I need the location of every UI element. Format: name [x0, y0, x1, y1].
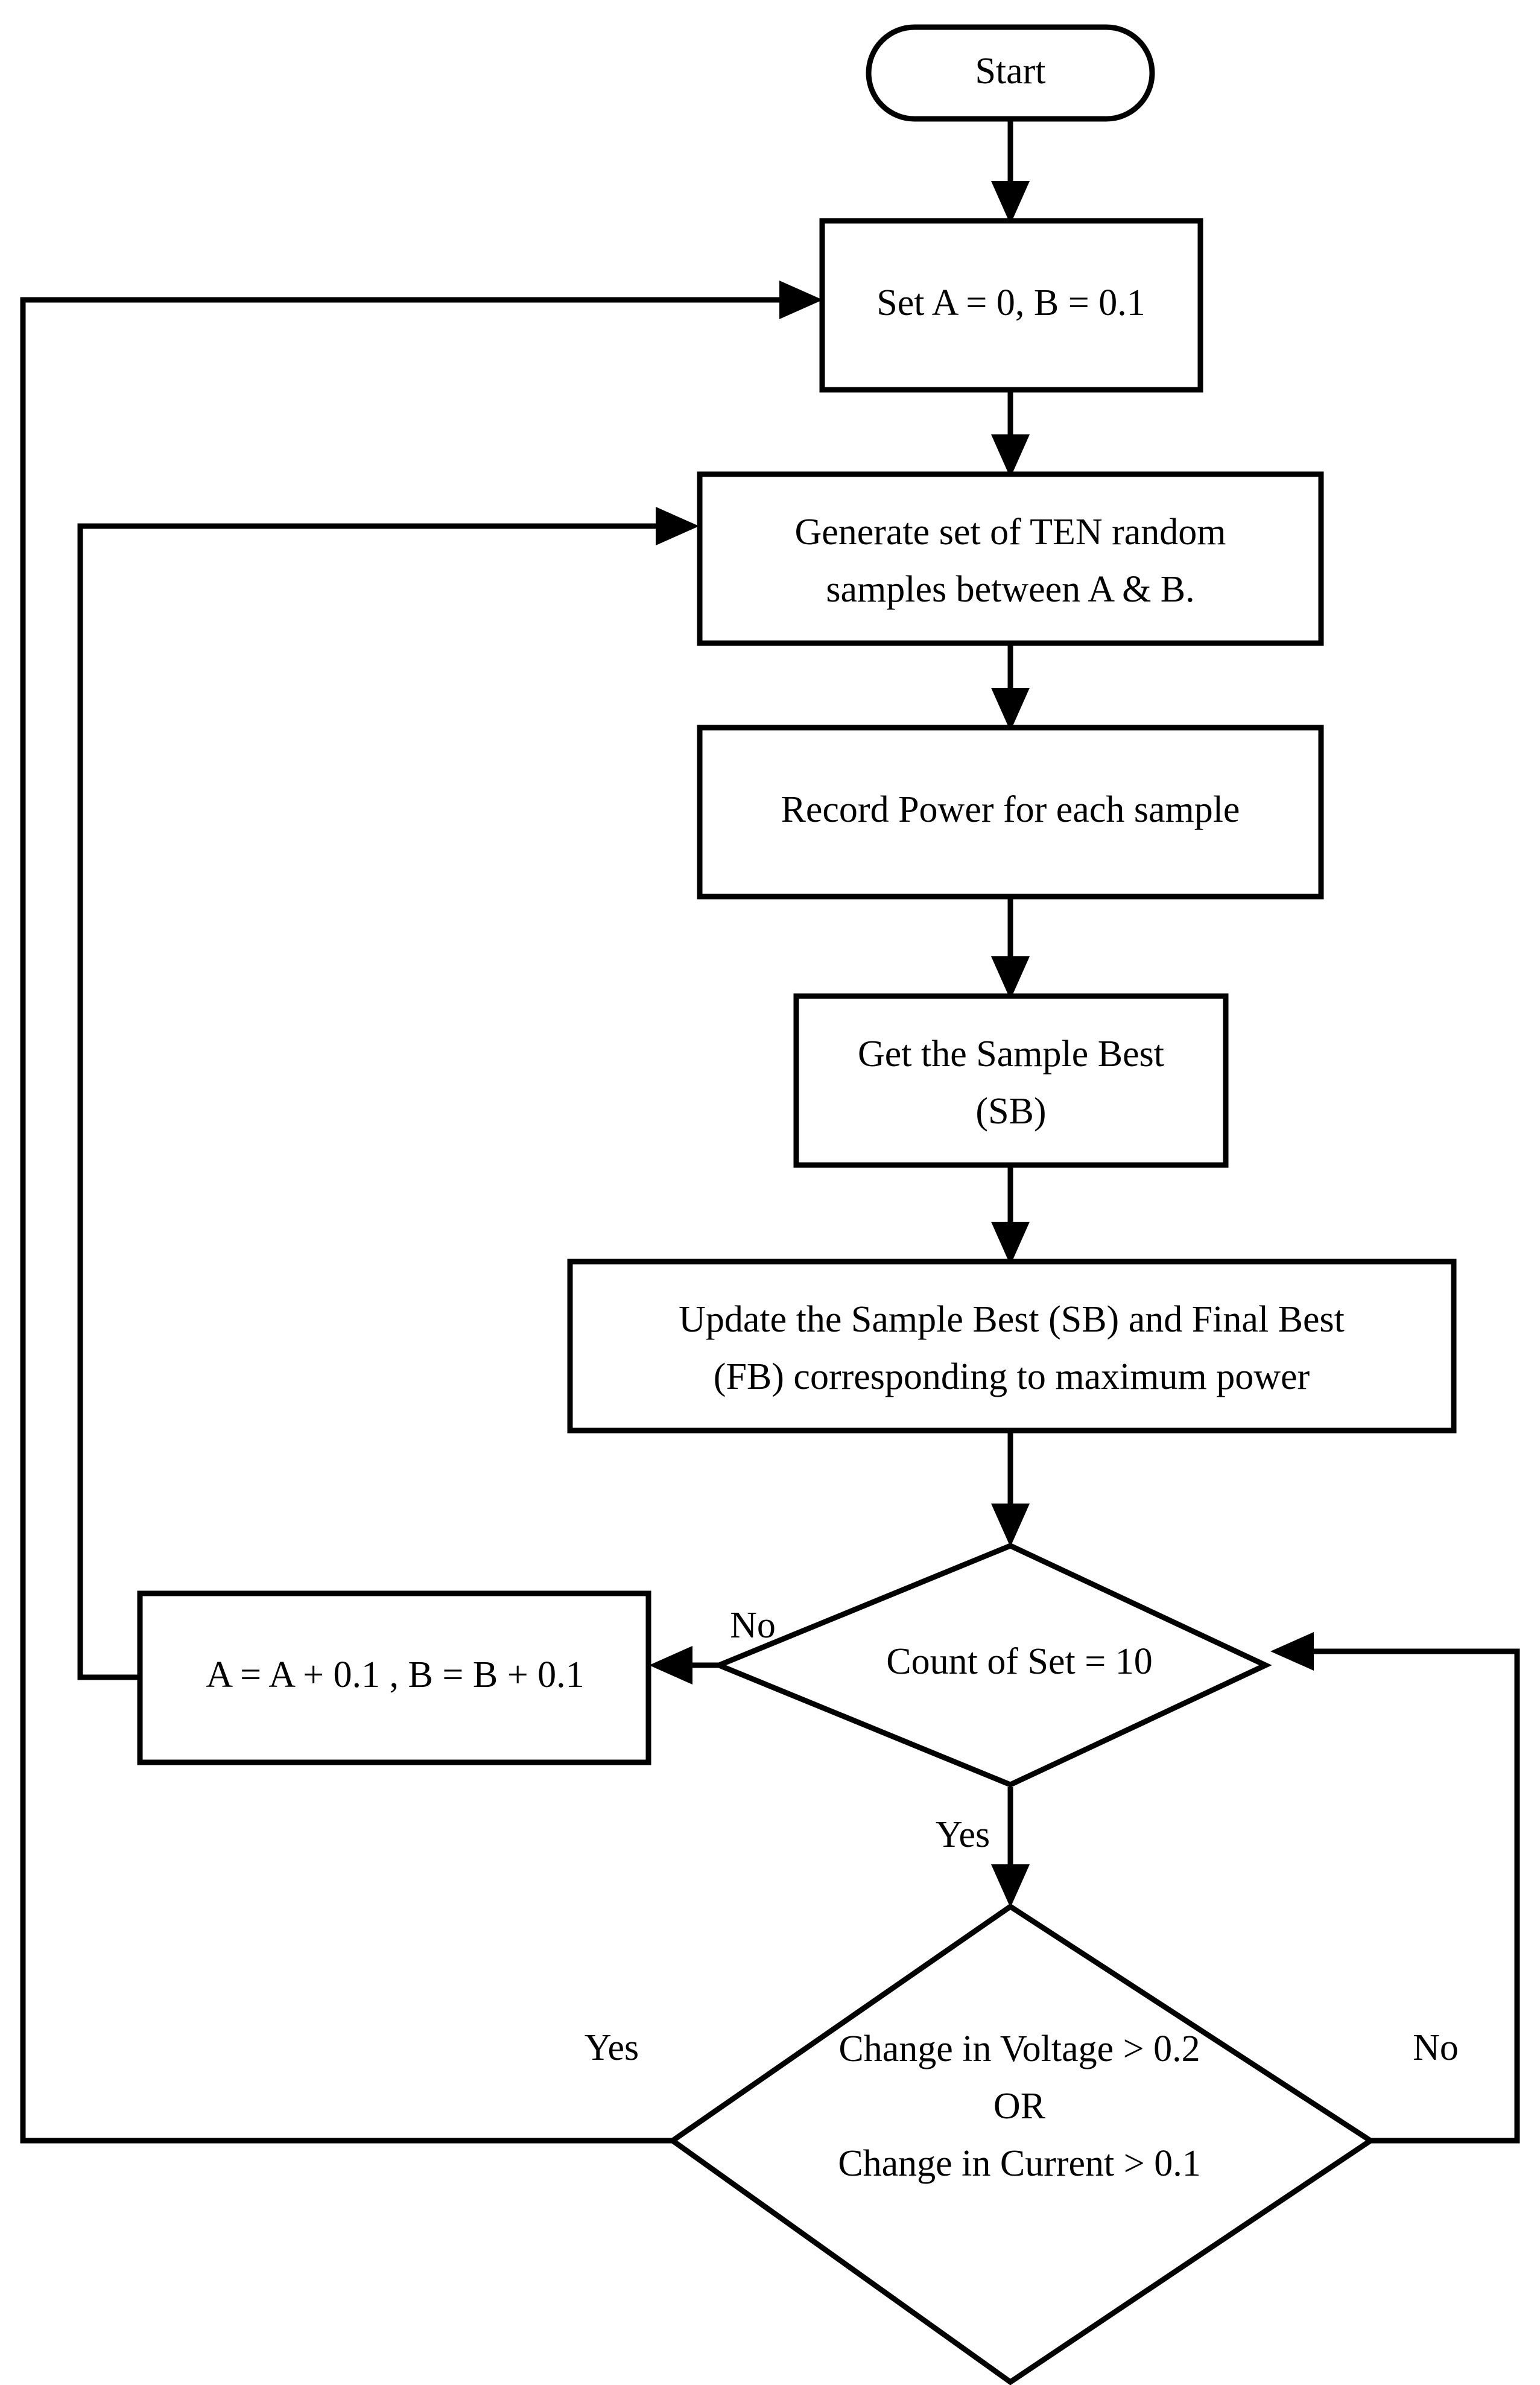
node-generate-samples-line1: Generate set of TEN random: [794, 512, 1226, 553]
node-get-sample-best-line2: (SB): [975, 1091, 1046, 1132]
node-start-label: Start: [975, 51, 1045, 92]
node-change-check-line2: OR: [993, 2086, 1046, 2127]
node-update-best[interactable]: Update the Sample Best (SB) and Final Be…: [567, 1259, 1457, 1434]
node-get-sample-best-line1: Get the Sample Best: [858, 1034, 1164, 1075]
node-start[interactable]: Start: [866, 24, 1155, 122]
node-increment-ab[interactable]: A = A + 0.1 , B = B + 0.1: [137, 1590, 651, 1765]
node-set-ab-label: Set A = 0, B = 0.1: [876, 282, 1145, 323]
edge-label-change-yes: Yes: [585, 2027, 639, 2068]
edge-label-count-yes: Yes: [936, 1814, 990, 1855]
edge-update-to-count: [991, 1431, 1030, 1547]
node-count-of-set[interactable]: Count of Set = 10: [712, 1543, 1272, 1788]
edge-record-to-get-sample-best: [991, 897, 1030, 1000]
node-change-check-line1: Change in Voltage > 0.2: [838, 2028, 1200, 2069]
edge-change-yes-to-set-ab: [20, 281, 823, 2144]
edge-get-sample-best-to-update: [991, 1165, 1030, 1265]
edge-generate-to-record: [991, 643, 1030, 731]
edge-count-no-to-increment: [649, 1646, 720, 1685]
edge-set-ab-to-generate: [991, 390, 1030, 478]
edge-label-change-no: No: [1413, 2027, 1459, 2068]
node-record-power[interactable]: Record Power for each sample: [697, 725, 1324, 900]
node-increment-ab-label: A = A + 0.1 , B = B + 0.1: [206, 1654, 584, 1695]
node-change-check-line3: Change in Current > 0.1: [838, 2143, 1200, 2184]
edge-change-no-to-count: [1270, 1632, 1520, 2144]
node-count-of-set-label: Count of Set = 10: [886, 1641, 1152, 1682]
edge-increment-to-generate: [77, 507, 699, 1680]
node-generate-samples-line2: samples between A & B.: [826, 569, 1194, 610]
node-record-power-label: Record Power for each sample: [781, 789, 1240, 830]
node-change-check[interactable]: Change in Voltage > 0.2 OR Change in Cur…: [668, 1903, 1376, 2385]
node-generate-samples[interactable]: Generate set of TEN random samples betwe…: [697, 471, 1324, 646]
node-set-ab[interactable]: Set A = 0, B = 0.1: [819, 218, 1203, 393]
edge-count-yes-to-change: [991, 1787, 1030, 1908]
edge-label-count-no: No: [730, 1605, 776, 1646]
edge-start-to-set-ab: [991, 118, 1030, 224]
node-update-best-line1: Update the Sample Best (SB) and Final Be…: [679, 1299, 1345, 1340]
node-update-best-line2: (FB) corresponding to maximum power: [714, 1356, 1310, 1397]
node-get-sample-best[interactable]: Get the Sample Best (SB): [793, 993, 1229, 1168]
